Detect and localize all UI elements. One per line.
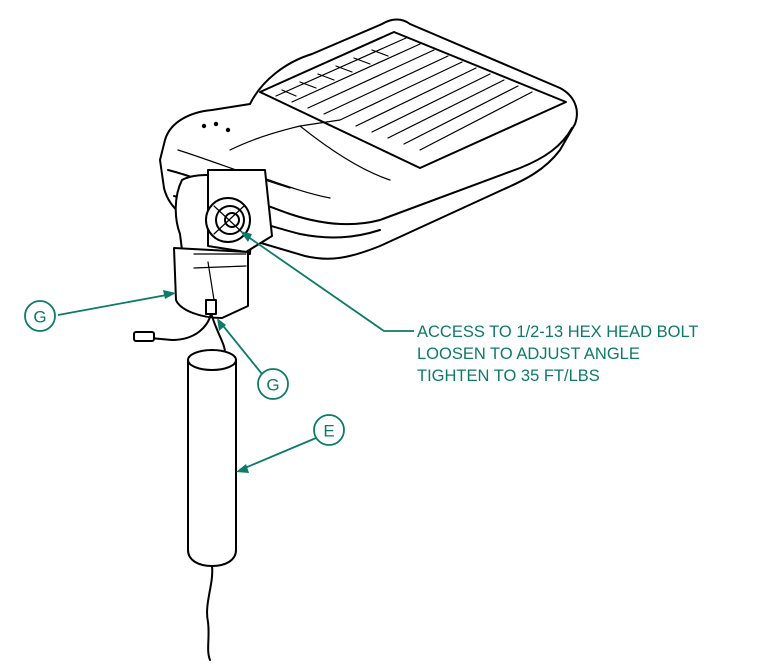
note-line-access: ACCESS TO 1/2-13 HEX HEAD BOLT	[417, 323, 699, 341]
callout-g-bracket-label: G	[33, 308, 46, 327]
pole-tenon	[187, 349, 237, 661]
callout-e-pole-label: E	[323, 422, 334, 441]
callout-g-bracket: G	[24, 290, 176, 332]
callout-e-pole: E	[236, 414, 345, 473]
callout-g-wire-label: G	[266, 376, 279, 395]
callout-g-wire: G	[217, 318, 289, 400]
adjustable-knuckle-bracket	[173, 169, 273, 319]
pigtail-wire	[133, 313, 226, 357]
bolt-note-leader	[240, 231, 414, 332]
note-line-tighten: TIGHTEN TO 35 FT/LBS	[417, 367, 600, 385]
bolt-access-note: ACCESS TO 1/2-13 HEX HEAD BOLT LOOSEN TO…	[417, 323, 699, 385]
note-line-loosen: LOOSEN TO ADJUST ANGLE	[417, 345, 640, 363]
